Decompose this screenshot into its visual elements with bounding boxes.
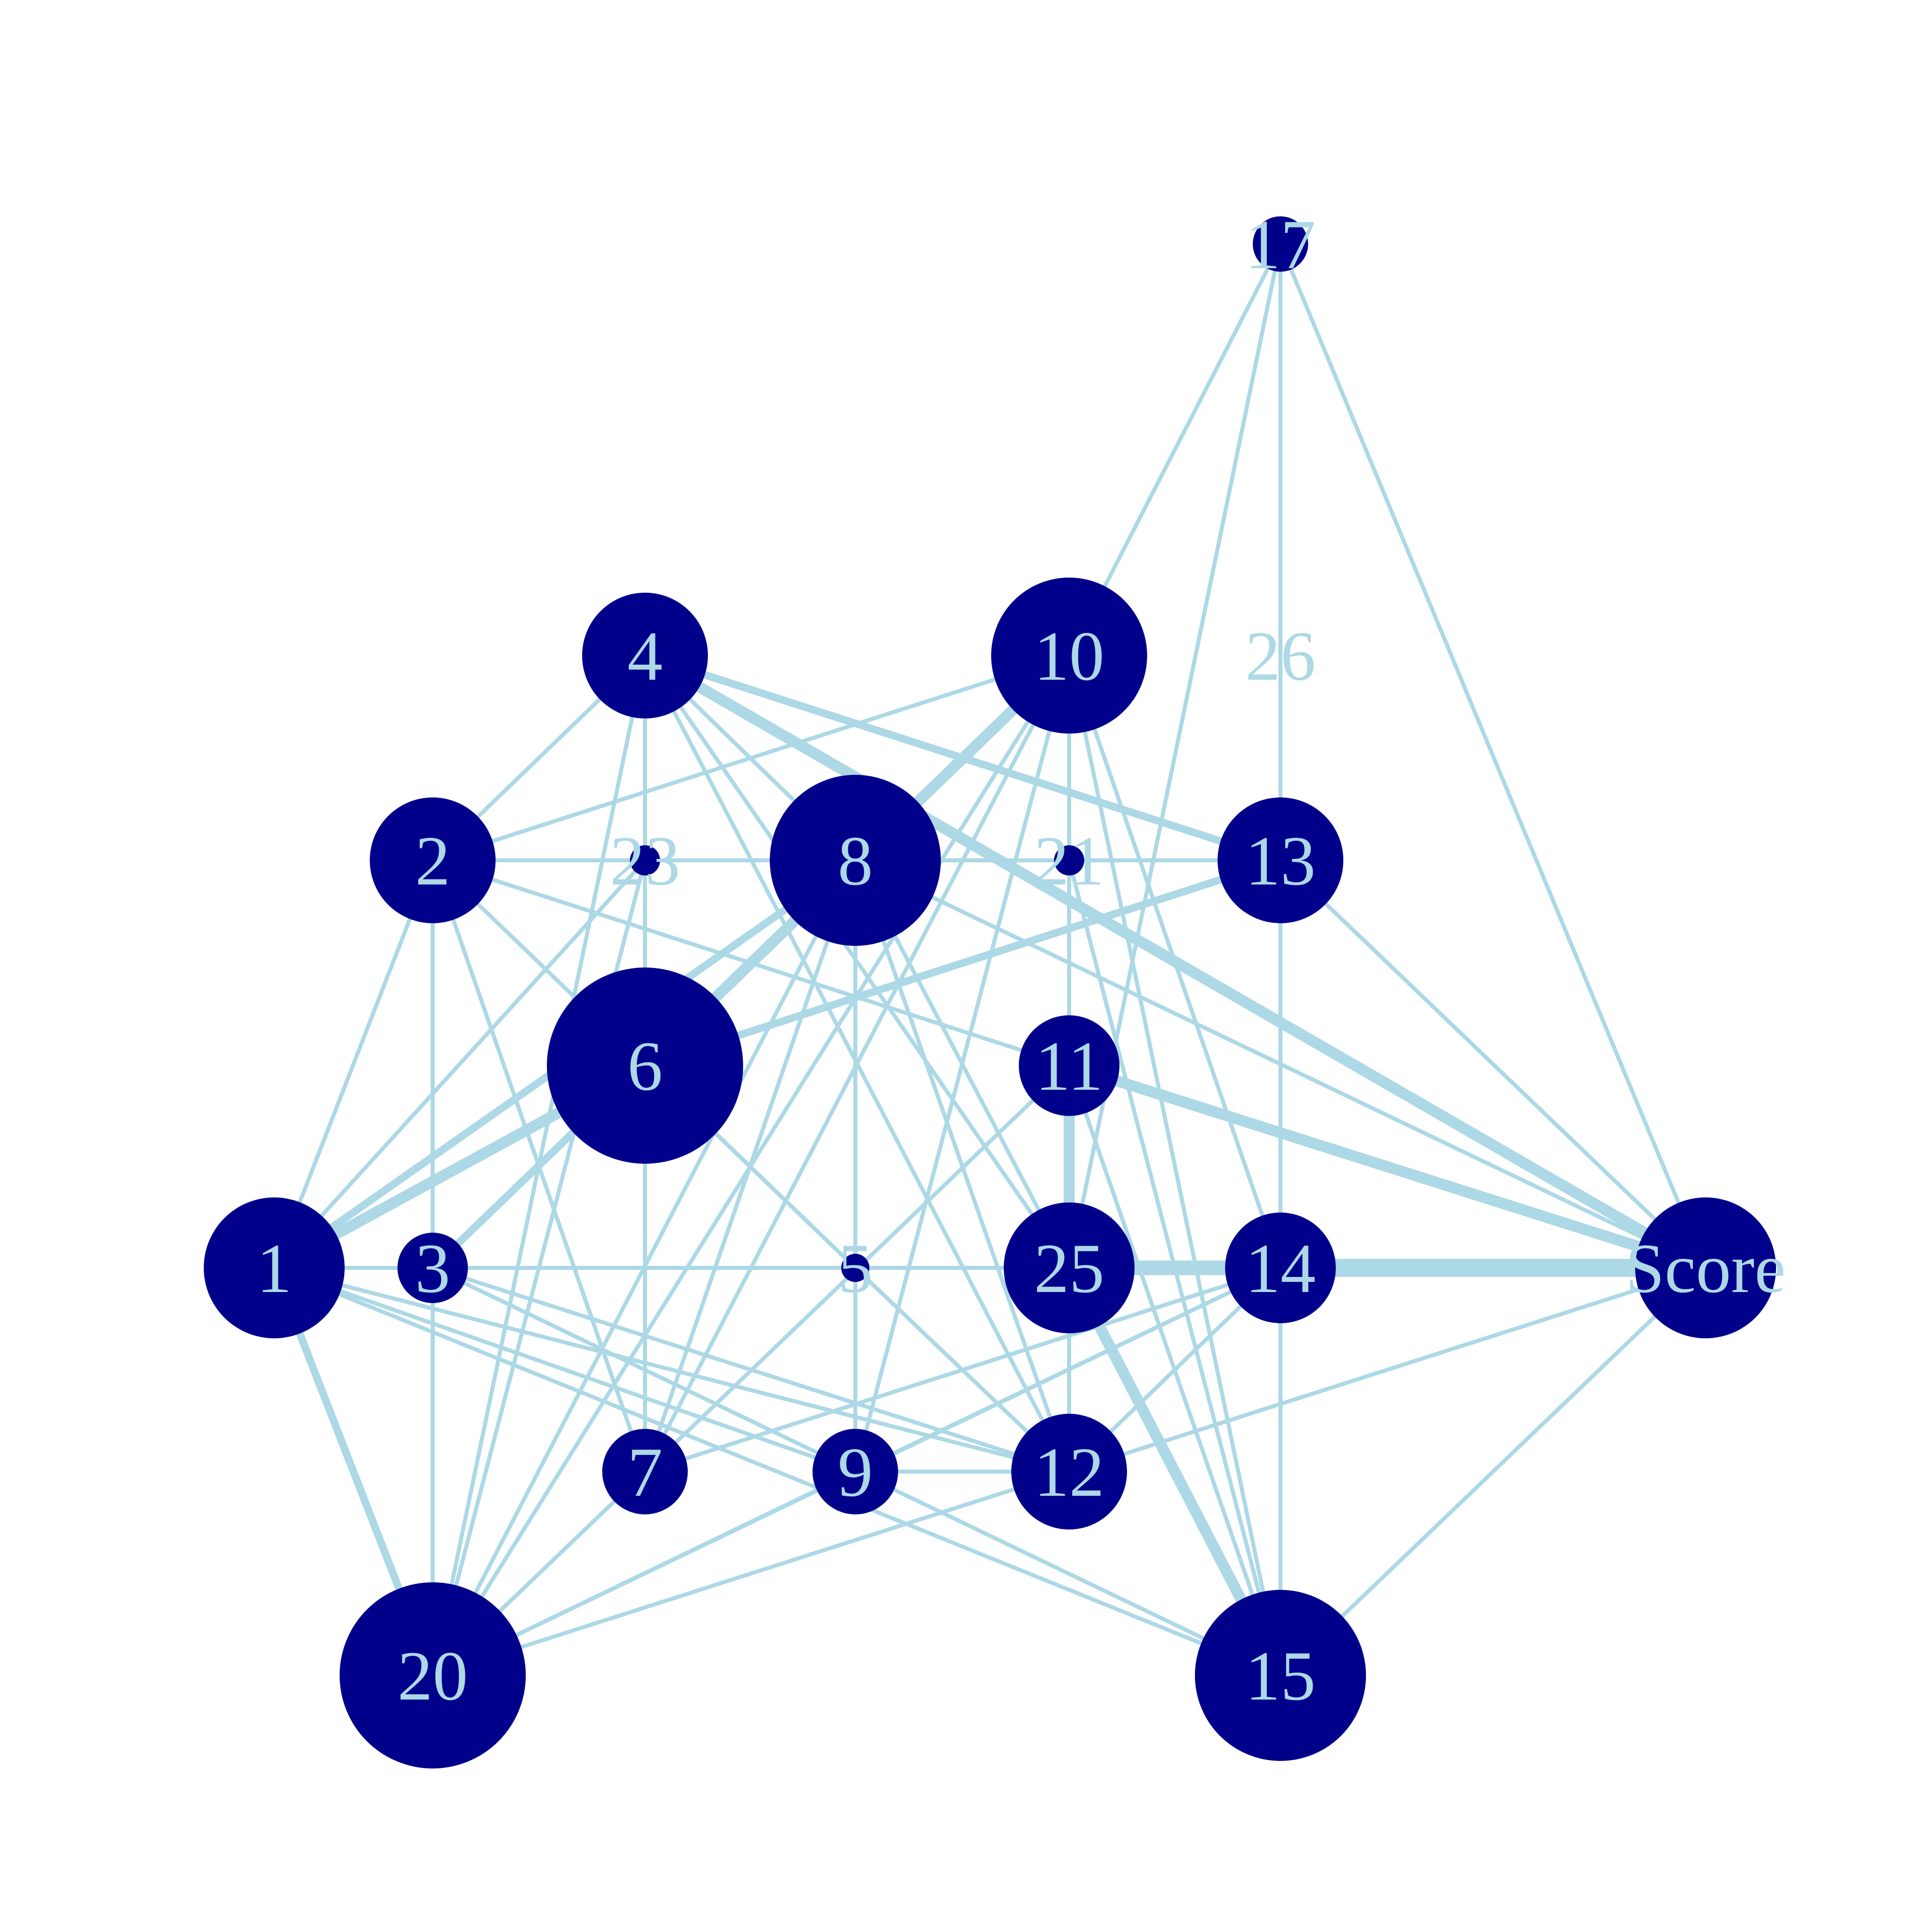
node-label-8: 8 [838,822,873,900]
node-label-10: 10 [1034,617,1104,695]
node-label-26: 26 [1245,617,1316,695]
edge-12-20 [432,1470,1070,1677]
node-label-7: 7 [627,1433,663,1511]
edge-11-Score [1067,1060,1708,1273]
node-label-23: 23 [610,822,680,900]
edge-1-9 [273,1266,856,1474]
node-label-17: 17 [1245,206,1316,284]
node-5[interactable] [841,1254,869,1282]
node-10[interactable] [991,578,1147,734]
node-7[interactable] [602,1429,688,1514]
edge-12-Score [1068,1266,1707,1474]
node-label-4: 4 [627,617,663,695]
node-14[interactable] [1225,1213,1336,1323]
node-20[interactable] [340,1582,526,1768]
edge-4-20 [431,655,647,1676]
node-label-6: 6 [627,1027,663,1105]
node-21[interactable] [1054,845,1084,875]
node-2[interactable] [370,797,496,923]
node-25[interactable] [1004,1202,1135,1333]
node-label-14: 14 [1245,1230,1316,1308]
node-4[interactable] [582,593,708,718]
node-label-3: 3 [415,1230,450,1308]
node-label-9: 9 [838,1433,873,1511]
node-9[interactable] [813,1429,898,1514]
edge-10-20 [431,654,1071,1677]
edge-6-13 [643,856,1282,1070]
nodes-layer [204,216,1776,1768]
edge-10-14 [1067,655,1282,1269]
edge-1-2 [272,859,435,1269]
edge-1-12 [274,1266,1070,1474]
node-1[interactable] [204,1197,345,1338]
node-3[interactable] [397,1233,468,1303]
node-label-21: 21 [1034,822,1104,900]
node-label-15: 15 [1245,1637,1316,1715]
node-label-12: 12 [1034,1433,1104,1511]
node-17[interactable] [1253,216,1308,272]
edge-15-21 [1067,859,1282,1676]
node-label-25: 25 [1034,1230,1104,1308]
edge-8-20 [431,859,857,1676]
node-label-20: 20 [397,1637,468,1715]
edge-9-10 [853,655,1071,1473]
node-label-1: 1 [257,1230,292,1308]
edge-10-15 [1067,655,1282,1676]
node-Score[interactable] [1635,1197,1776,1338]
node-label-5: 5 [838,1230,873,1308]
node-23[interactable] [630,845,660,875]
node-8[interactable] [770,775,941,946]
node-label-2: 2 [415,822,450,900]
edge-15-Score [1279,1266,1707,1677]
node-6[interactable] [547,968,743,1164]
edge-1-23 [273,859,647,1269]
node-12[interactable] [1011,1414,1127,1530]
edge-11-20 [431,1064,1071,1677]
node-15[interactable] [1195,1590,1366,1761]
node-label-11: 11 [1035,1027,1103,1105]
node-13[interactable] [1218,797,1343,923]
node-label-Score: Score [1626,1230,1786,1308]
edge-13-Score [1279,859,1707,1269]
node-label-13: 13 [1245,822,1316,900]
edge-17-Score [1278,243,1708,1269]
edge-1-15 [273,1266,1281,1677]
node-11[interactable] [1019,1015,1119,1116]
